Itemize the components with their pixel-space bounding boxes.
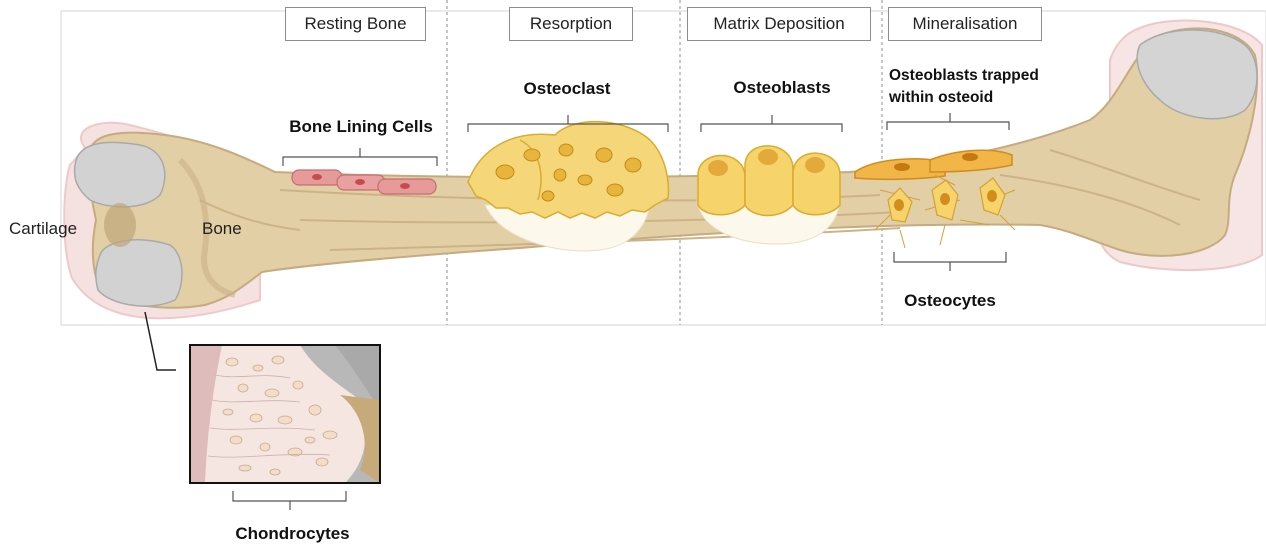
bracket-osteoblasts [701,115,842,132]
osteoblast-cells [698,146,840,216]
osteoblasts-label: Osteoblasts [712,78,852,98]
phase-label-resorption: Resorption [509,7,633,41]
bone-label: Bone [202,219,242,239]
bracket-chondrocytes [233,491,346,510]
chondrocytes-label: Chondrocytes [225,524,360,544]
bracket-lining-cells [283,148,437,166]
bone-shaft [89,28,1257,307]
cartilage-label: Cartilage [9,219,77,239]
phase-label-mineralisation: Mineralisation [888,7,1042,41]
phase-label-resting-bone: Resting Bone [285,7,426,41]
left-joint-lower [96,240,182,306]
osteoblasts-trapped-label: Osteoblasts trapped within osteoid [889,65,1041,109]
bracket-trapped [887,113,1009,130]
bracket-osteocytes [894,252,1006,271]
joint-notch [104,203,136,247]
left-joint-upper [75,142,165,207]
osteocytes-label: Osteocytes [890,291,1010,311]
cartilage-inset [190,345,380,483]
bone-lining-cells-label: Bone Lining Cells [283,117,439,137]
inset-leader-line [145,312,176,370]
phase-label-matrix-deposition: Matrix Deposition [687,7,871,41]
osteoclast-label: Osteoclast [497,79,637,99]
